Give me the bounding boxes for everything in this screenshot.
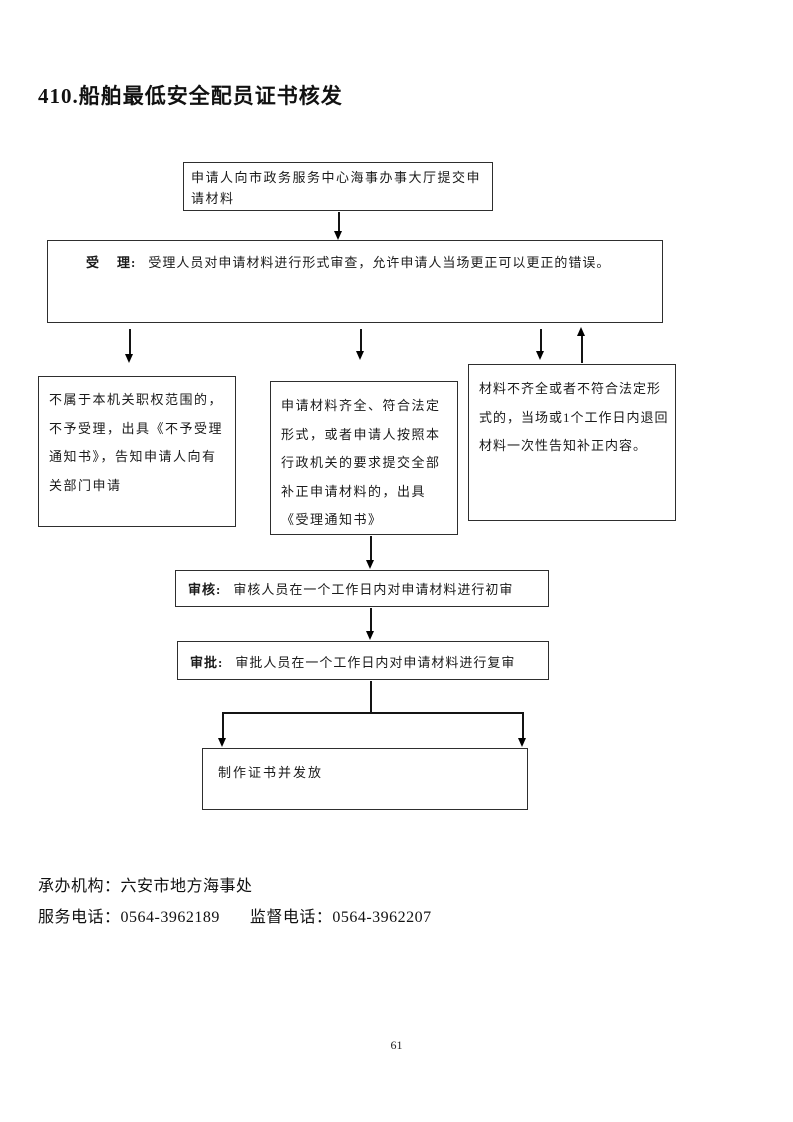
review-text: 审核人员在一个工作日内对申请材料进行初审 [233, 582, 514, 597]
agency-text: 承办机构：六安市地方海事处 [38, 878, 253, 895]
arrow-start-to-accept-shaft [338, 212, 340, 232]
supervision-phone: 监督电话：0564-3962207 [249, 909, 432, 926]
flow-box-submit-application: 申请人向市政务服务中心海事办事大厅提交申请材料 [183, 162, 493, 211]
arrow-accept-to-complete-shaft [360, 329, 362, 352]
arrow-accept-to-complete-head [356, 351, 364, 360]
page-number: 61 [390, 1038, 403, 1052]
arrow-split-right-shaft [522, 712, 524, 739]
flow-box-materials-complete: 申请材料齐全、符合法定形式，或者申请人按照本行政机关的要求提交全部补正申请材料的… [270, 381, 458, 535]
materials-incomplete-text: 材料不齐全或者不符合法定形式的，当场或1个工作日内退回材料一次性告知补正内容。 [479, 381, 669, 453]
arrow-accept-to-incomplete-shaft [540, 329, 542, 352]
flow-box-approval: 审批: 审批人员在一个工作日内对申请材料进行复审 [177, 641, 549, 680]
approval-label: 审批: [190, 655, 224, 670]
arrow-incomplete-to-accept-head [577, 327, 585, 336]
flow-box-materials-incomplete: 材料不齐全或者不符合法定形式的，当场或1个工作日内退回材料一次性告知补正内容。 [468, 364, 676, 521]
page-title: 410.船舶最低安全配员证书核发 [38, 84, 343, 108]
materials-complete-text: 申请材料齐全、符合法定形式，或者申请人按照本行政机关的要求提交全部补正申请材料的… [281, 398, 441, 527]
arrow-split-left-shaft [222, 712, 224, 739]
arrow-split-right-head [518, 738, 526, 747]
flow-box-issue-certificate: 制作证书并发放 [202, 748, 528, 810]
arrow-accept-to-reject-head [125, 354, 133, 363]
flow-box-acceptance: 受 理: 受理人员对申请材料进行形式审查，允许申请人当场更正可以更正的错误。 [47, 240, 663, 323]
arrow-review-to-approval-shaft [370, 608, 372, 632]
flow-box-review: 审核: 审核人员在一个工作日内对申请材料进行初审 [175, 570, 549, 607]
service-phone: 服务电话：0564-3962189 [38, 909, 220, 926]
flow-box-not-accepted: 不属于本机关职权范围的，不予受理，出具《不予受理通知书》，告知申请人向有关部门申… [38, 376, 236, 527]
agency-line: 承办机构：六安市地方海事处 [38, 872, 253, 896]
arrow-incomplete-to-accept-shaft [581, 336, 583, 363]
connector-approval-down-shaft [370, 681, 372, 713]
arrow-split-left-head [218, 738, 226, 747]
arrow-accept-to-incomplete-head [536, 351, 544, 360]
arrow-complete-to-review-head [366, 560, 374, 569]
acceptance-label: 受 理: [86, 255, 137, 270]
arrow-review-to-approval-head [366, 631, 374, 640]
acceptance-text: 受理人员对申请材料进行形式审查，允许申请人当场更正可以更正的错误。 [148, 255, 611, 270]
review-label: 审核: [188, 582, 222, 597]
approval-text: 审批人员在一个工作日内对申请材料进行复审 [235, 655, 516, 670]
arrow-start-to-accept-head [334, 231, 342, 240]
arrow-complete-to-review-shaft [370, 536, 372, 561]
connector-split-hline [222, 712, 523, 714]
arrow-accept-to-reject-shaft [129, 329, 131, 355]
issue-certificate-text: 制作证书并发放 [218, 765, 324, 780]
not-accepted-text: 不属于本机关职权范围的，不予受理，出具《不予受理通知书》，告知申请人向有关部门申… [49, 392, 224, 493]
flow-box-submit-text: 申请人向市政务服务中心海事办事大厅提交申请材料 [191, 170, 482, 206]
phone-line: 服务电话：0564-3962189 监督电话：0564-3962207 [38, 903, 432, 927]
